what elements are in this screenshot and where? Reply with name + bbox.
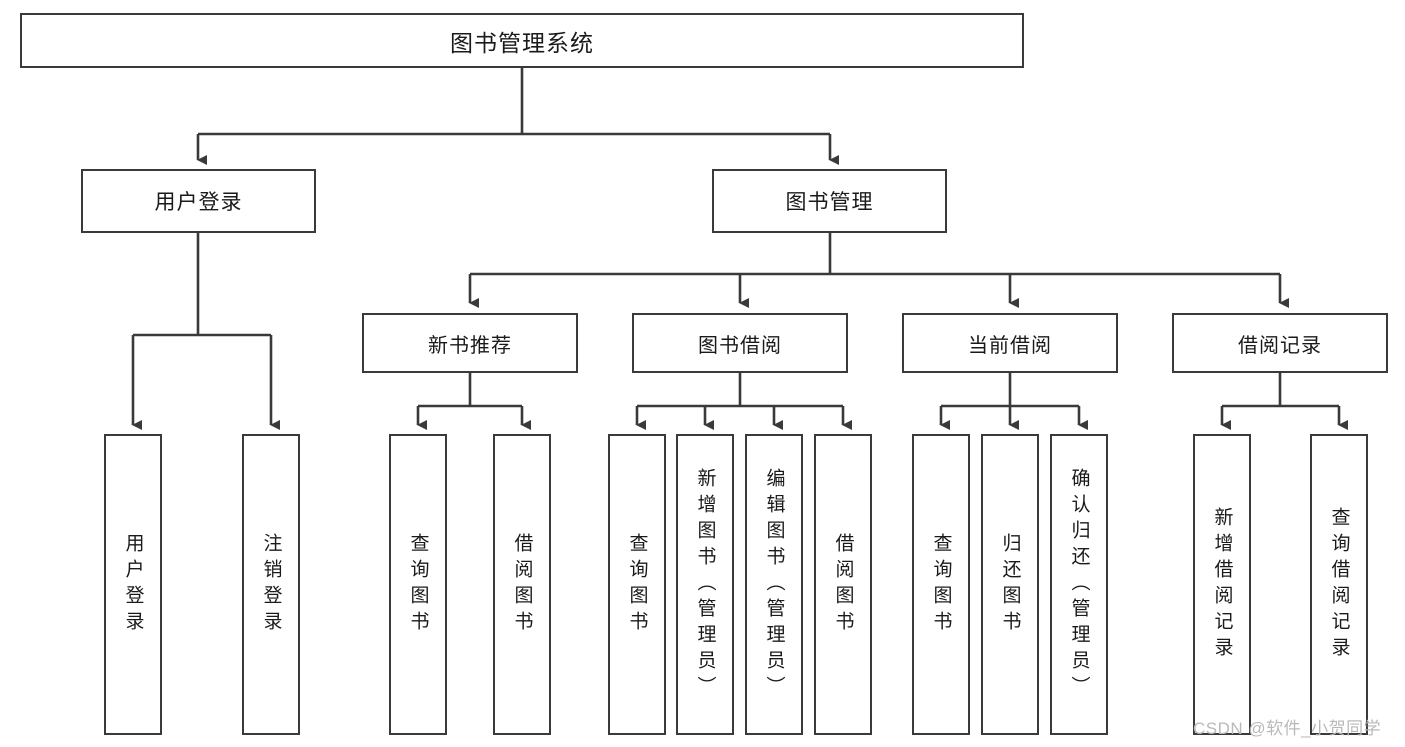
node-label: 查询图书 [930,532,952,637]
node-label: 注销登录 [260,532,282,637]
leaf-query-book-borrow[interactable]: 查询图书 [608,434,666,735]
leaf-borrow-book-recommend[interactable]: 借阅图书 [493,434,551,735]
node-label: 借阅图书 [832,532,854,637]
leaf-return-book[interactable]: 归还图书 [981,434,1039,735]
leaf-query-book-current[interactable]: 查询图书 [912,434,970,735]
node-label: 新书推荐 [428,334,512,357]
node-book-management[interactable]: 图书管理 [712,169,947,233]
leaf-add-borrow-record[interactable]: 新增借阅记录 [1193,434,1251,735]
node-label: 用户登录 [154,191,243,214]
node-new-book-recommend[interactable]: 新书推荐 [362,313,578,373]
node-label: 归还图书 [999,532,1021,637]
node-label: 借阅记录 [1238,334,1322,357]
node-label: 确认归还（管理员） [1068,467,1090,702]
leaf-user-login[interactable]: 用户登录 [104,434,162,735]
leaf-query-book-recommend[interactable]: 查询图书 [389,434,447,735]
watermark-text: CSDN @软件_小贺同学 [1193,719,1382,738]
node-label: 编辑图书（管理员） [763,467,785,702]
node-label: 查询借阅记录 [1328,506,1350,663]
node-label: 新增图书（管理员） [694,467,716,702]
node-book-borrow[interactable]: 图书借阅 [632,313,848,373]
node-borrow-record[interactable]: 借阅记录 [1172,313,1388,373]
leaf-user-logout[interactable]: 注销登录 [242,434,300,735]
node-label: 查询图书 [626,532,648,637]
node-label: 用户登录 [122,532,144,637]
node-user-login[interactable]: 用户登录 [81,169,316,233]
node-label: 新增借阅记录 [1211,506,1233,663]
node-label: 借阅图书 [511,532,533,637]
leaf-query-borrow-record[interactable]: 查询借阅记录 [1310,434,1368,735]
leaf-edit-book-admin[interactable]: 编辑图书（管理员） [745,434,803,735]
node-root-system[interactable]: 图书管理系统 [20,13,1024,68]
leaf-add-book-admin[interactable]: 新增图书（管理员） [676,434,734,735]
node-label: 图书管理系统 [450,29,594,56]
node-label: 图书借阅 [698,334,782,357]
leaf-borrow-book[interactable]: 借阅图书 [814,434,872,735]
leaf-confirm-return-admin[interactable]: 确认归还（管理员） [1050,434,1108,735]
node-label: 查询图书 [407,532,429,637]
node-current-borrow[interactable]: 当前借阅 [902,313,1118,373]
node-label: 当前借阅 [968,334,1052,357]
node-label: 图书管理 [785,191,874,214]
